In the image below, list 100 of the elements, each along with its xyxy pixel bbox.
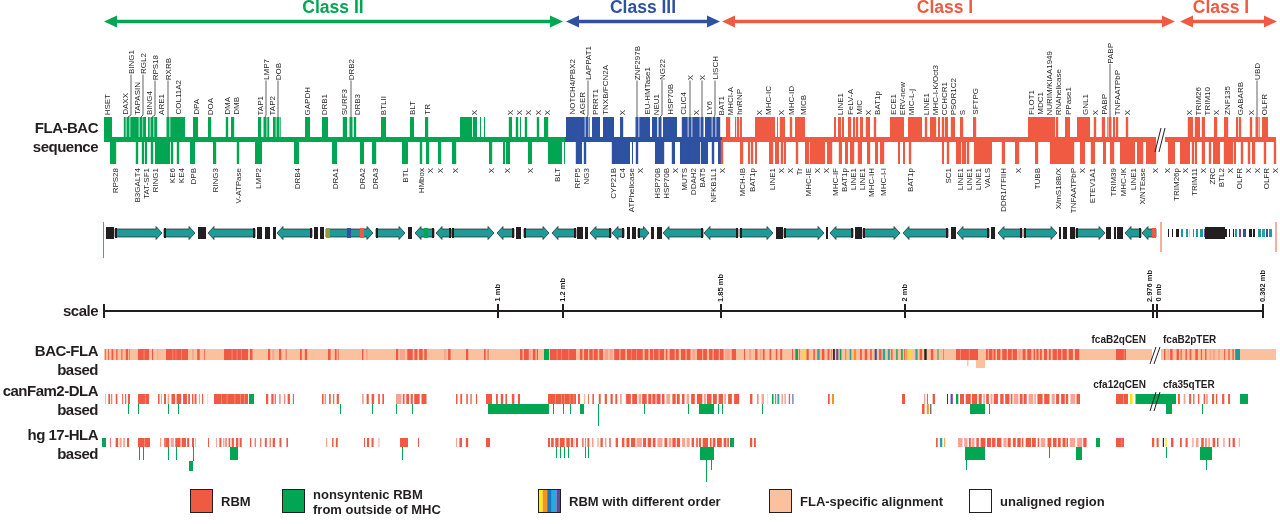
gene-label: TAPASIN [132, 81, 142, 115]
gene-label: LINE1 [835, 92, 845, 115]
gene-label: hnRNP [734, 89, 744, 115]
gene-label: KE4 [176, 168, 186, 184]
leader-line [586, 80, 589, 118]
leader-line [264, 80, 267, 118]
gene-label: EU-HMTase1 [642, 67, 652, 115]
gene-label: GNL1 [1080, 94, 1090, 115]
class-label: Class I [916, 0, 974, 15]
gene-label: NG22 [657, 58, 667, 80]
gene-label: DRB4 [292, 168, 302, 190]
legend-label: nonsyntenic RBM from outside of MHC [313, 487, 442, 517]
leader-line [167, 80, 169, 118]
gene-label: DRA2 [357, 168, 367, 190]
gene-label: LINE1 [921, 92, 931, 115]
gene-label: DDAH2 [688, 168, 698, 196]
gene-label: X [505, 109, 515, 115]
gene-label: GABARB [1235, 81, 1245, 115]
gene-label: TNXB/FCN2A [600, 65, 610, 115]
gene-label: TNFAATPbP [1112, 69, 1122, 115]
gene-label: X [1225, 168, 1235, 174]
gene-label: BAT5 [697, 168, 707, 188]
gene-label: NEU1 [651, 93, 661, 115]
gene-label: LINE1 [848, 168, 858, 191]
leader-line [1109, 63, 1111, 118]
gene-label: HSP70B [661, 168, 671, 199]
gene-label: BAT1p [747, 168, 757, 192]
gene-label: TAT-SF1 [141, 168, 151, 199]
gene-label: X [1162, 168, 1172, 174]
gene-label: TRIM39 [1108, 168, 1118, 197]
gene-label: NFKB1L1 [708, 168, 718, 203]
gene-label: BTL2 [1216, 168, 1226, 188]
gene-label: SC1 [943, 168, 953, 184]
gene-label: DMB [231, 97, 241, 115]
legend-label: RBM with different order [569, 494, 721, 509]
gene-label: SFTPG [970, 88, 980, 115]
gene-label: TRIM10 [1202, 86, 1212, 115]
gene-label: X [821, 168, 831, 174]
gene-label: MHC-I-K/Oct3 [930, 64, 940, 115]
gene-label: TRIM11 [1189, 168, 1199, 196]
gene-label: CYP21B [608, 168, 618, 199]
gene-label: X [425, 168, 435, 174]
legend-label: FLA-specific alignment [800, 494, 944, 509]
gene-label: LINE1 [955, 168, 965, 191]
gene-label: X [1243, 168, 1253, 174]
gene-label: ZRC [1207, 168, 1217, 185]
leader-line [701, 80, 703, 118]
gene-label: OLFR [1259, 93, 1269, 115]
leader-line [1256, 80, 1258, 118]
gene-label: BTL [400, 168, 410, 183]
gene-label: X [670, 168, 680, 174]
gene-label: PABP [1105, 42, 1115, 64]
track-label: scale [62, 301, 98, 320]
gene-label: DRA3 [370, 168, 380, 190]
gene-label: LINE1 [964, 168, 974, 191]
gene-label: RGL2 [138, 53, 148, 75]
gene-label: LMP2 [253, 168, 263, 189]
gene-label: MDC1 [1035, 92, 1045, 115]
gene-label: HSP70B [665, 84, 675, 115]
gene-label: MCH-IB [737, 168, 747, 197]
gene-label: RNAhelicase [1053, 68, 1063, 115]
leader-line [689, 80, 691, 118]
gene-label: LISCH [710, 56, 720, 80]
leader-line [659, 79, 663, 118]
gene-label: X [1077, 168, 1087, 174]
gene-label: KE6 [167, 168, 177, 184]
gene-label: MHC-IK [1118, 168, 1128, 197]
gene-label: DOA [205, 97, 215, 115]
gene-label: DRB1 [319, 93, 329, 115]
gene-label: BTLII [378, 95, 388, 115]
class-label: Class II [302, 0, 364, 15]
gene-label: X [435, 168, 445, 174]
gene-label: DPA [191, 99, 201, 115]
gene-label: RING3 [210, 168, 220, 193]
gene-label: MHC-ID [786, 86, 796, 115]
gene-label: RFP5 [572, 168, 582, 189]
gene-label: TUBB [1032, 168, 1042, 190]
gene-label: DPB [188, 168, 198, 185]
gene-label: X [523, 109, 533, 115]
gene-label: BAT1p [839, 168, 849, 192]
gene-label: X [1013, 168, 1023, 174]
gene-label: UBD [1252, 63, 1262, 80]
gene-label: X [469, 109, 479, 115]
gene-label: NURIM/KIAA1949 [1044, 50, 1054, 115]
gene-label: VALS [982, 168, 992, 188]
gene-label: LINE1 [1128, 168, 1138, 191]
leader-line [151, 80, 156, 118]
gene-label: MHCI-A [725, 86, 735, 115]
gene-label: X [514, 109, 524, 115]
gene-label: NOTCH4/PBX2 [567, 59, 577, 115]
track-label: BAC-FLA based [33, 341, 98, 379]
gene-label: LAPPAT1 [583, 46, 593, 80]
gene-label: X [1090, 109, 1100, 115]
gene-label: BLT [552, 168, 562, 183]
gene-label: ECE1 [888, 94, 898, 115]
gene-label: X [542, 109, 552, 115]
gene-label: Tr [794, 168, 804, 176]
class-label: Class I [1192, 0, 1250, 15]
gene-label: MIC-L-j [906, 88, 916, 115]
gene-label: TAP2 [267, 95, 277, 115]
